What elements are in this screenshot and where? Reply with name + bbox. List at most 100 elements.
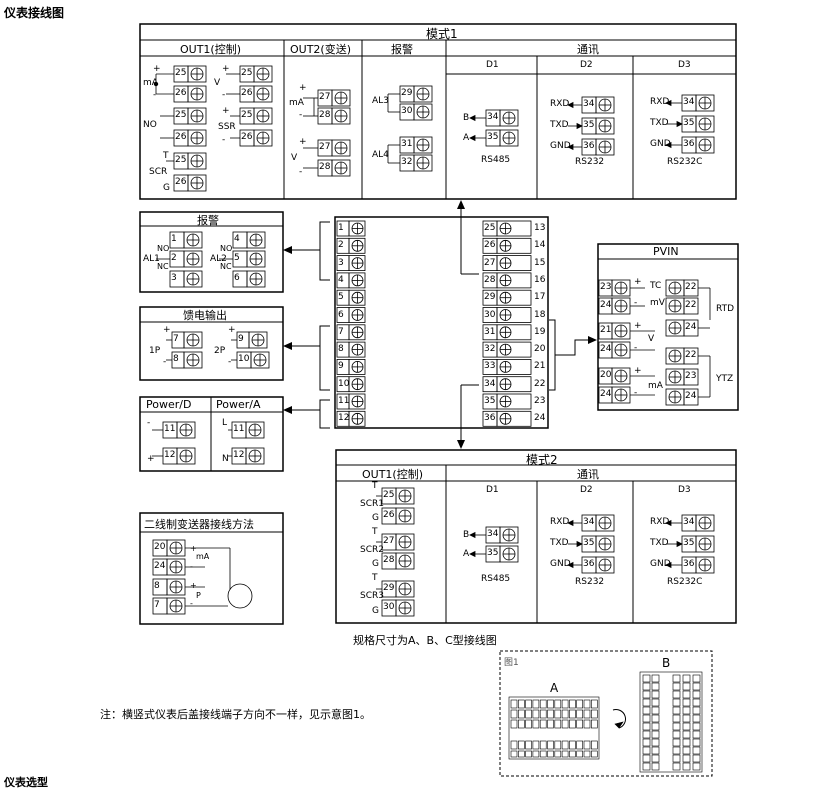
terminal-label: AL2: [210, 254, 227, 264]
terminal-label: GND: [650, 139, 671, 149]
terminal-label: AL3: [372, 96, 389, 106]
mode1-d1: D1: [486, 60, 499, 70]
terminal-36: [681, 556, 715, 574]
terminal-label: G: [372, 606, 379, 616]
terminal-2: [336, 237, 366, 254]
terminal-number-27: 27: [319, 142, 331, 152]
terminal-12: [336, 410, 366, 427]
terminal-label: V: [214, 78, 221, 88]
terminal-number-27: 27: [383, 536, 395, 546]
terminal-label: +: [190, 581, 197, 590]
terminal-label: mA: [648, 381, 663, 391]
terminal-label: AL1: [143, 254, 160, 264]
terminal-number-24: 24: [534, 413, 546, 424]
terminal-label: +: [299, 83, 307, 93]
terminal-label: +: [222, 106, 230, 116]
mode2-rs485: RS485: [481, 574, 511, 584]
terminal-number-34: 34: [683, 517, 695, 527]
terminal-number-24: 24: [600, 389, 612, 399]
terminal-label: TXD: [550, 538, 569, 548]
mode1-box: [139, 23, 737, 200]
terminal-number-22: 22: [534, 378, 546, 389]
mode1-out2: OUT2(变送): [290, 43, 352, 56]
terminal-26: [482, 237, 532, 254]
terminal-36: [482, 410, 532, 427]
terminal-label: YTZ: [716, 374, 734, 384]
terminal-number-30: 30: [401, 106, 413, 116]
terminal-number-12: 12: [233, 450, 245, 460]
terminal-27: [381, 533, 415, 551]
terminal-number-25: 25: [383, 490, 395, 500]
terminal-label: NO: [157, 244, 170, 253]
terminal-number-24: 24: [600, 300, 612, 310]
terminal-36: [581, 138, 615, 156]
figure1-a: A: [550, 681, 559, 695]
terminal-label: G: [372, 559, 379, 569]
terminal-11: [336, 393, 366, 410]
terminal-number-25: 25: [175, 110, 187, 120]
terminal-label: 2P: [214, 346, 226, 356]
terminal-3: [336, 255, 366, 272]
terminal-label: -: [634, 388, 638, 398]
transmitter-box: [139, 512, 284, 625]
terminal-28: [381, 552, 415, 570]
mode1-comm: 通讯: [577, 43, 599, 56]
terminal-number-26: 26: [241, 88, 253, 98]
terminal-number-2: 2: [171, 253, 177, 263]
terminal-25: [482, 220, 532, 237]
terminal-number-22: 22: [685, 300, 697, 310]
terminal-number-8: 8: [338, 344, 344, 355]
terminal-number-2: 2: [338, 240, 344, 251]
terminal-number-35: 35: [583, 538, 595, 548]
terminal-6: [232, 270, 266, 288]
mode2-rs232c: RS232C: [667, 577, 703, 587]
terminal-label: V: [648, 334, 655, 344]
terminal-label: +: [222, 64, 230, 74]
terminal-26: [173, 174, 207, 192]
terminal-number-11: 11: [164, 424, 176, 434]
terminal-number-35: 35: [484, 396, 496, 406]
terminal-number-12: 12: [164, 450, 176, 460]
terminal-number-28: 28: [484, 274, 496, 285]
terminal-29: [482, 289, 532, 306]
terminal-number-30: 30: [484, 309, 496, 320]
terminal-number-29: 29: [401, 88, 413, 98]
terminal-21: [598, 322, 631, 340]
terminal-number-31: 31: [484, 326, 496, 337]
terminal-label: +: [147, 454, 155, 464]
terminal-number-34: 34: [583, 517, 595, 527]
terminal-number-35: 35: [683, 538, 695, 548]
terminal-number-24: 24: [685, 391, 697, 401]
terminal-8: [152, 578, 186, 596]
terminal-label: +: [228, 325, 236, 335]
terminal-30: [381, 599, 415, 617]
terminal-label: -: [299, 110, 303, 120]
terminal-label: -: [222, 90, 226, 100]
terminal-number-26: 26: [484, 240, 496, 251]
terminal-35: [485, 545, 519, 563]
terminal-31: [482, 324, 532, 341]
terminal-28: [482, 272, 532, 289]
terminal-25: [381, 487, 415, 505]
terminal-24: [598, 341, 631, 359]
terminal-8: [171, 351, 203, 369]
terminal-33: [482, 358, 532, 375]
pvin-title: PVIN: [653, 245, 679, 258]
terminal-number-21: 21: [600, 325, 612, 335]
terminal-label: +: [190, 544, 197, 553]
terminal-number-32: 32: [484, 344, 496, 355]
terminal-number-26: 26: [175, 88, 187, 98]
terminal-number-25: 25: [175, 155, 187, 165]
mode1-alarm: 报警: [391, 43, 413, 56]
terminal-label: +: [634, 277, 642, 287]
terminal-number-34: 34: [487, 529, 499, 539]
terminal-label: G: [163, 183, 170, 193]
terminal-label: +: [299, 137, 307, 147]
terminal-number-31: 31: [401, 139, 413, 149]
terminal-label: +: [634, 366, 642, 376]
terminal-label: -: [163, 357, 167, 367]
terminal-number-15: 15: [534, 257, 546, 268]
terminal-number-26: 26: [175, 132, 187, 142]
terminal-label: T: [372, 573, 378, 583]
